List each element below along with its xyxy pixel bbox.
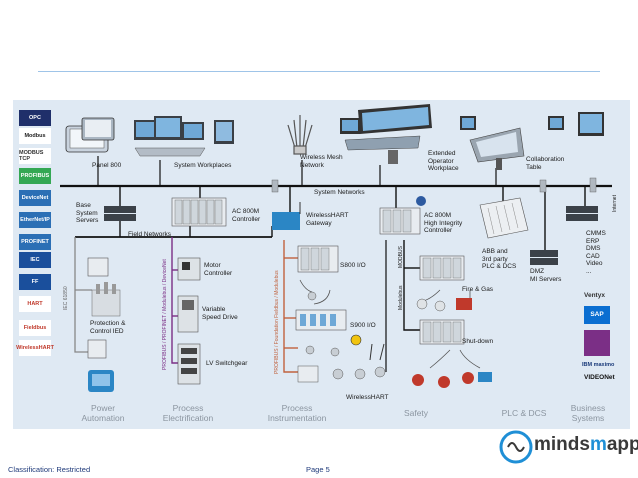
protocol-logo: IEC <box>19 252 51 268</box>
footer-classification: Classification: Restricted <box>8 465 91 474</box>
header-divider <box>38 71 600 72</box>
protocol-logo: Modbus <box>19 128 51 144</box>
sap-logo: SAP <box>584 306 610 324</box>
ac800m-hi-controller-device <box>379 196 426 235</box>
lv-switchgear-label: LV Switchgear <box>206 360 248 367</box>
extended-workplace-label: Extended Operator Workplace <box>428 150 459 172</box>
dmz-label: DMZ MI Servers <box>530 268 562 283</box>
protocol-logo: PROFIBUS <box>19 168 51 184</box>
wirelesshart-gateway-label: WirelessHART Gateway <box>306 212 349 227</box>
mindsmapped-logo: mindsmapped <box>496 430 638 464</box>
collaboration-table-device <box>460 112 604 170</box>
brain-icon <box>499 430 533 464</box>
business-list-label: CMMS ERP DMS CAD Video ... <box>586 230 606 275</box>
category-business-systems: Business Systems <box>570 403 606 423</box>
field-networks-label: Field Networks <box>128 231 171 238</box>
s800-label: S800 I/O <box>340 262 366 269</box>
ac800m-label: AC 800M Controller <box>232 208 261 223</box>
protocol-logo: DeviceNet <box>19 190 51 206</box>
collaboration-table-label: Collaboration Table <box>526 156 565 171</box>
ac800m-controller-device <box>171 197 227 227</box>
instrumentation-devices <box>295 245 386 383</box>
system-networks-label: System Networks <box>314 189 365 196</box>
modbus-label: MODBUS <box>398 246 404 268</box>
s900-label: S900 I/O <box>350 322 376 329</box>
panel-800-device <box>65 117 115 153</box>
system-workplaces-label: System Workplaces <box>174 162 232 169</box>
protocol-logo: PROFINET <box>19 234 51 250</box>
fire-gas-label: Fire & Gas <box>462 286 494 293</box>
protocol-logo: FF <box>19 274 51 290</box>
protocol-logo: OPC <box>19 110 51 126</box>
category-process-instrumentation: Process Instrumentation <box>267 403 327 423</box>
motor-controller-label: Motor Controller <box>204 262 233 277</box>
ventyx-logo: Ventyx <box>584 292 605 299</box>
videonet-logo: VIDEONet <box>584 374 615 381</box>
abb-plc-label: ABB and 3rd party PLC & DCS <box>482 248 517 270</box>
iec-61850-label: IEC 61850 <box>63 286 69 310</box>
shutdown-label: Shut-down <box>462 338 494 345</box>
extended-operator-workplace-device <box>340 104 432 164</box>
protection-ied-label: Protection & Control IED <box>90 320 126 335</box>
modulebus-label: Modulebus <box>398 285 404 310</box>
wireless-mesh-device <box>287 115 313 155</box>
brand-name-right: apped <box>606 434 638 455</box>
ac800m-hi-label: AC 800M High Integrity Controller <box>424 212 463 234</box>
safety-devices <box>412 255 492 388</box>
brand-name-mid: m <box>589 434 607 455</box>
protocol-logo: Fieldbus <box>19 320 51 336</box>
wirelesshart-gateway-device <box>272 202 301 230</box>
firewall-icons <box>271 177 597 193</box>
protocol-logo: EtherNet/IP <box>19 212 51 228</box>
top-device-connectors <box>97 156 497 186</box>
protocol-logo: HART <box>19 296 51 312</box>
category-plc-dcs: PLC & DCS <box>501 408 547 418</box>
brand-name-left: minds <box>534 434 590 455</box>
protocol-logo: MODBUS TCP <box>19 148 51 164</box>
system-workplaces-device <box>134 116 234 157</box>
dmz-servers-device <box>530 250 558 265</box>
vsd-label: Variable Speed Drive <box>202 306 238 321</box>
protocol-logo: WirelessHART <box>16 340 54 356</box>
profibus-instrumentation-label: PROFIBUS / Foundation Fieldbus / Moduleb… <box>274 270 280 374</box>
intergraph-logo <box>584 330 610 356</box>
footer-page-number: Page 5 <box>306 465 330 474</box>
category-safety: Safety <box>403 408 429 418</box>
wirelesshart-label: WirelessHART <box>346 394 389 401</box>
panel-800-label: Panel 800 <box>92 162 122 169</box>
category-process-electrification: Process Electrification <box>162 403 214 423</box>
electrification-devices <box>177 257 201 385</box>
business-server-device <box>566 206 598 221</box>
ibm-maximo-logo: IBM maximo <box>582 362 615 368</box>
profibus-electrification-label: PROFIBUS / PROFINET / Modulebus / Device… <box>162 259 168 370</box>
power-automation-devices <box>87 257 121 392</box>
base-servers-label: Base System Servers <box>76 202 99 224</box>
internet-label: Internet <box>612 195 618 212</box>
category-power-automation: Power Automation <box>81 403 125 423</box>
abb-plc-device <box>479 197 529 239</box>
base-system-servers-device <box>104 206 136 221</box>
wireless-mesh-label: Wireless Mesh Network <box>300 154 343 169</box>
